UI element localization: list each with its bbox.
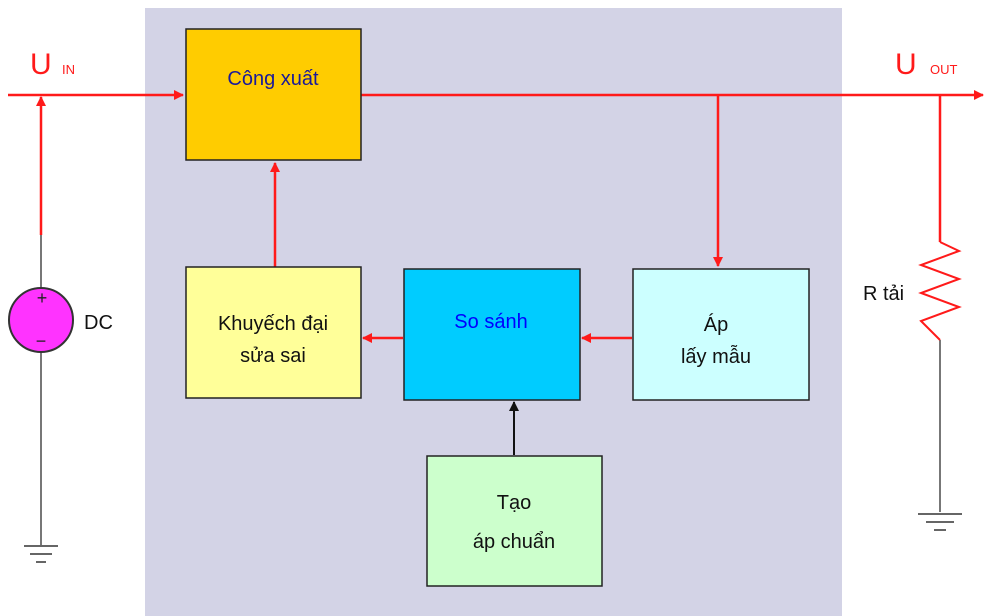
load-resistor-icon	[918, 241, 962, 341]
error-amp-label-line1: Khuyếch đại	[218, 313, 328, 335]
ground-right-icon	[918, 513, 962, 531]
reference-label-line1: Tạo	[497, 492, 531, 514]
u-in-subscript: IN	[62, 62, 75, 77]
source-minus-sign: −	[36, 331, 47, 351]
reference-block: Tạo áp chuẩn	[426, 455, 603, 587]
power-block: Công xuất	[185, 28, 362, 161]
reference-label-line2: áp chuẩn	[473, 531, 555, 553]
u-out-label: U	[895, 48, 917, 81]
ground-left-icon	[24, 545, 58, 563]
dc-label: DC	[84, 312, 113, 334]
dc-source: + −	[8, 287, 74, 353]
load-resistor-label: R tải	[863, 283, 904, 305]
sampling-label-line1: Áp	[704, 313, 728, 336]
power-block-label: Công xuất	[227, 68, 319, 90]
sampling-block: Áp lấy mẫu	[632, 268, 810, 401]
source-plus-sign: +	[37, 288, 48, 308]
compare-block: So sánh	[403, 268, 581, 401]
error-amp-label-line2: sửa sai	[240, 345, 306, 367]
error-amp-block: Khuyếch đại sửa sai	[185, 266, 362, 399]
u-out-subscript: OUT	[930, 62, 958, 77]
u-in-label: U	[30, 48, 52, 81]
sampling-label-line2: lấy mẫu	[681, 345, 751, 368]
compare-block-label: So sánh	[454, 311, 527, 333]
